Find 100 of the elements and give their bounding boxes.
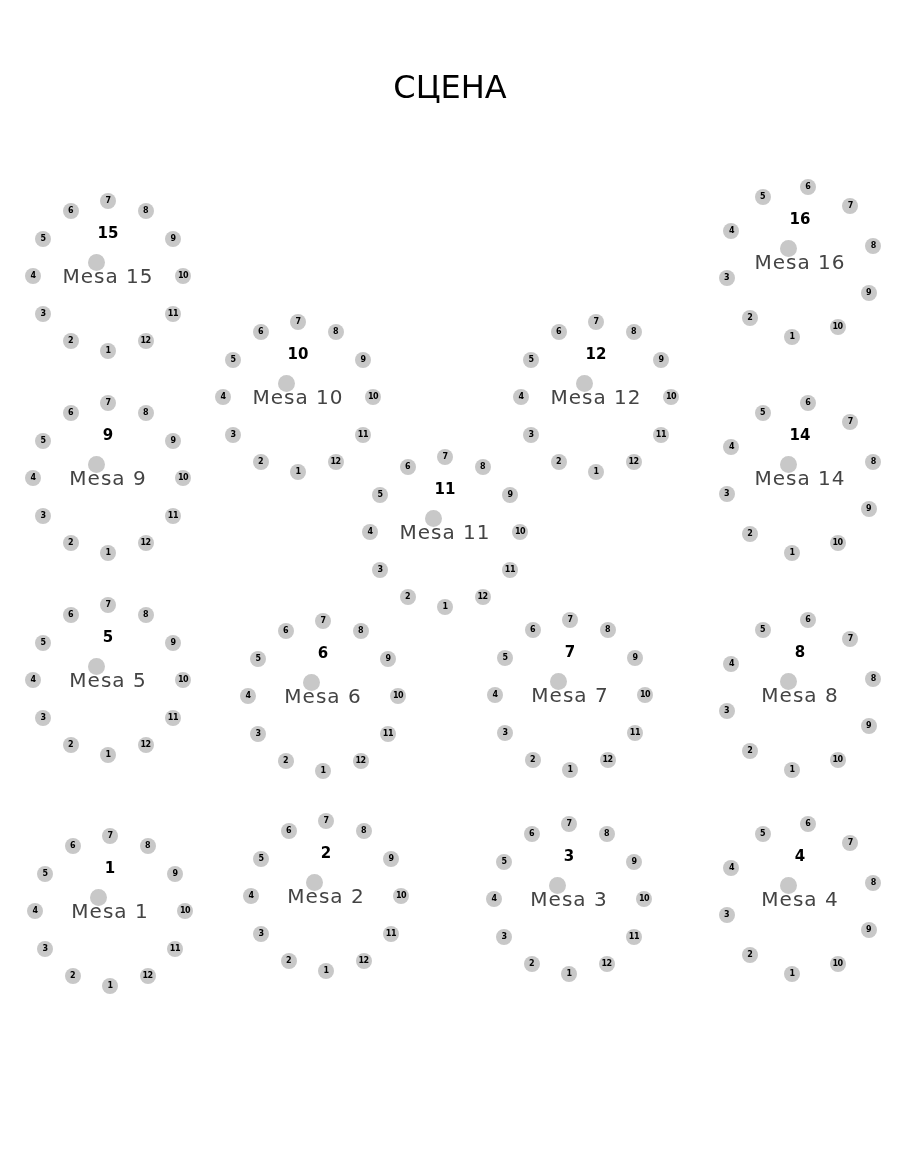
seat-marker: 11 bbox=[382, 925, 399, 942]
seat-marker: 4 bbox=[25, 268, 41, 284]
seat-marker: 2 bbox=[62, 332, 79, 349]
seat-marker: 11 bbox=[166, 940, 183, 957]
seat-marker: 8 bbox=[599, 622, 616, 639]
seat-marker: 5 bbox=[35, 634, 52, 651]
seat-marker: 8 bbox=[352, 623, 369, 640]
seat-marker: 5 bbox=[754, 405, 771, 422]
seat-marker: 5 bbox=[496, 853, 513, 870]
seat-marker: 1 bbox=[784, 328, 801, 345]
table-number: 14 bbox=[789, 426, 811, 444]
seat-marker: 2 bbox=[277, 752, 294, 769]
seat-marker: 1 bbox=[315, 763, 331, 779]
seat-marker: 10 bbox=[637, 687, 653, 703]
seat-marker: 9 bbox=[625, 853, 642, 870]
seat-marker: 10 bbox=[175, 672, 191, 688]
seat-marker: 5 bbox=[754, 189, 771, 206]
seat-marker: 6 bbox=[62, 607, 79, 624]
table-label: Mesa 5 bbox=[69, 668, 147, 692]
seat-marker: 10 bbox=[390, 688, 406, 704]
seat-marker: 9 bbox=[860, 284, 877, 301]
seat-marker: 5 bbox=[35, 230, 52, 247]
seat-marker: 8 bbox=[865, 875, 882, 892]
seat-marker: 3 bbox=[250, 725, 267, 742]
seat-marker: 9 bbox=[164, 432, 181, 449]
seat-marker: 7 bbox=[842, 835, 859, 852]
seat-marker: 11 bbox=[501, 561, 518, 578]
seat-marker: 3 bbox=[37, 940, 54, 957]
table-number: 16 bbox=[789, 210, 811, 228]
table-number: 6 bbox=[317, 644, 329, 662]
seat-marker: 6 bbox=[523, 826, 540, 843]
table-label: Mesa 10 bbox=[252, 385, 344, 409]
seat-marker: 6 bbox=[62, 405, 79, 422]
seat-marker: 8 bbox=[137, 203, 154, 220]
seat-marker: 1 bbox=[437, 599, 453, 615]
seat-marker: 4 bbox=[27, 903, 43, 919]
table-number: 4 bbox=[794, 847, 806, 865]
stage-title: СЦЕНА bbox=[392, 68, 508, 106]
seat-marker: 4 bbox=[215, 389, 231, 405]
seat-marker: 6 bbox=[399, 459, 416, 476]
seat-marker: 1 bbox=[784, 761, 801, 778]
seat-marker: 7 bbox=[842, 198, 859, 215]
table-label: Mesa 9 bbox=[69, 466, 147, 490]
seat-marker: 6 bbox=[277, 623, 294, 640]
seat-marker: 6 bbox=[62, 203, 79, 220]
seat-marker: 8 bbox=[625, 324, 642, 341]
table-number: 5 bbox=[102, 628, 114, 646]
seat-marker: 9 bbox=[382, 850, 399, 867]
seat-marker: 8 bbox=[137, 607, 154, 624]
seat-marker: 4 bbox=[240, 688, 256, 704]
seat-marker: 2 bbox=[741, 946, 758, 963]
table-label: Mesa 2 bbox=[287, 884, 365, 908]
seat-marker: 10 bbox=[512, 524, 528, 540]
table-label: Mesa 11 bbox=[399, 520, 491, 544]
seat-marker: 1 bbox=[784, 965, 801, 982]
seat-marker: 6 bbox=[64, 838, 81, 855]
seat-marker: 9 bbox=[860, 500, 877, 517]
seat-marker: 4 bbox=[486, 891, 502, 907]
seat-marker: 2 bbox=[252, 453, 269, 470]
seat-marker: 11 bbox=[354, 426, 371, 443]
seat-marker: 4 bbox=[723, 860, 740, 877]
seat-marker: 6 bbox=[524, 622, 541, 639]
seat-marker: 3 bbox=[35, 507, 52, 524]
seat-marker: 2 bbox=[741, 309, 758, 326]
seat-marker: 2 bbox=[399, 588, 416, 605]
seat-marker: 12 bbox=[137, 332, 154, 349]
seat-marker: 8 bbox=[327, 324, 344, 341]
seat-marker: 12 bbox=[327, 453, 344, 470]
seat-marker: 9 bbox=[164, 634, 181, 651]
seat-marker: 4 bbox=[513, 389, 529, 405]
seat-marker: 11 bbox=[164, 507, 181, 524]
seat-marker: 12 bbox=[355, 952, 372, 969]
seat-marker: 6 bbox=[799, 612, 816, 629]
seat-marker: 3 bbox=[718, 485, 735, 502]
seat-marker: 7 bbox=[315, 613, 331, 629]
seat-marker: 8 bbox=[474, 459, 491, 476]
seat-marker: 4 bbox=[25, 672, 41, 688]
seat-marker: 2 bbox=[280, 952, 297, 969]
seat-marker: 6 bbox=[252, 324, 269, 341]
seat-marker: 1 bbox=[562, 762, 578, 778]
seat-marker: 7 bbox=[842, 414, 859, 431]
seat-marker: 1 bbox=[100, 343, 116, 359]
seat-marker: 7 bbox=[437, 449, 453, 465]
seat-marker: 7 bbox=[100, 193, 116, 209]
seat-marker: 2 bbox=[524, 751, 541, 768]
seat-marker: 7 bbox=[842, 631, 859, 648]
seat-marker: 2 bbox=[64, 967, 81, 984]
seat-marker: 5 bbox=[250, 650, 267, 667]
table-number: 2 bbox=[320, 844, 332, 862]
seat-marker: 8 bbox=[865, 454, 882, 471]
seat-marker: 1 bbox=[100, 747, 116, 763]
seat-marker: 9 bbox=[164, 230, 181, 247]
seat-marker: 7 bbox=[100, 395, 116, 411]
seat-marker: 6 bbox=[550, 324, 567, 341]
seat-marker: 3 bbox=[253, 925, 270, 942]
seat-marker: 5 bbox=[225, 351, 242, 368]
seat-marker: 12 bbox=[598, 955, 615, 972]
seat-marker: 12 bbox=[137, 534, 154, 551]
seat-marker: 7 bbox=[588, 314, 604, 330]
seat-marker: 3 bbox=[718, 269, 735, 286]
